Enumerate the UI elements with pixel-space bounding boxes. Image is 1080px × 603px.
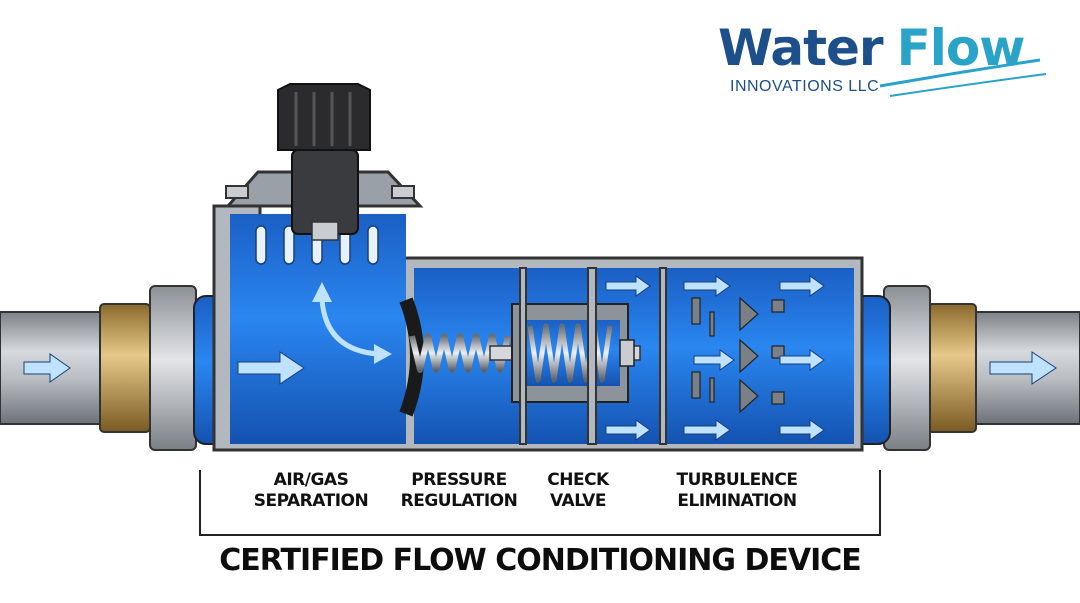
turbulence-baffles <box>691 296 785 414</box>
outlet-brass-fitting <box>927 303 977 433</box>
flow-arrows <box>23 275 1057 441</box>
outlet-arrow <box>989 351 1057 385</box>
sections-bracket <box>199 470 881 536</box>
diagram-title: CERTIFIED FLOW CONDITIONING DEVICE <box>219 543 862 578</box>
inlet-brass-fitting <box>99 303 151 433</box>
logo-word-flow: Flow <box>896 19 1026 77</box>
logo-wave <box>879 58 1041 88</box>
chamber-arrow <box>237 351 305 385</box>
section-label-pressure: PRESSURE REGULATION <box>400 470 518 511</box>
inlet-arrow <box>23 353 71 383</box>
section-label-air-gas: AIR/GAS SEPARATION <box>253 470 369 511</box>
logo-word-water: Water <box>718 19 884 77</box>
logo-subtitle: INNOVATIONS LLC <box>730 78 880 95</box>
curved-flow-arrow <box>319 299 379 357</box>
section-label-turbulence: TURBULENCE ELIMINATION <box>676 470 798 511</box>
inlet-union-nut <box>149 285 197 451</box>
section-label-check-valve: CHECK VALVE <box>547 470 609 511</box>
pressure-spring <box>409 333 511 373</box>
